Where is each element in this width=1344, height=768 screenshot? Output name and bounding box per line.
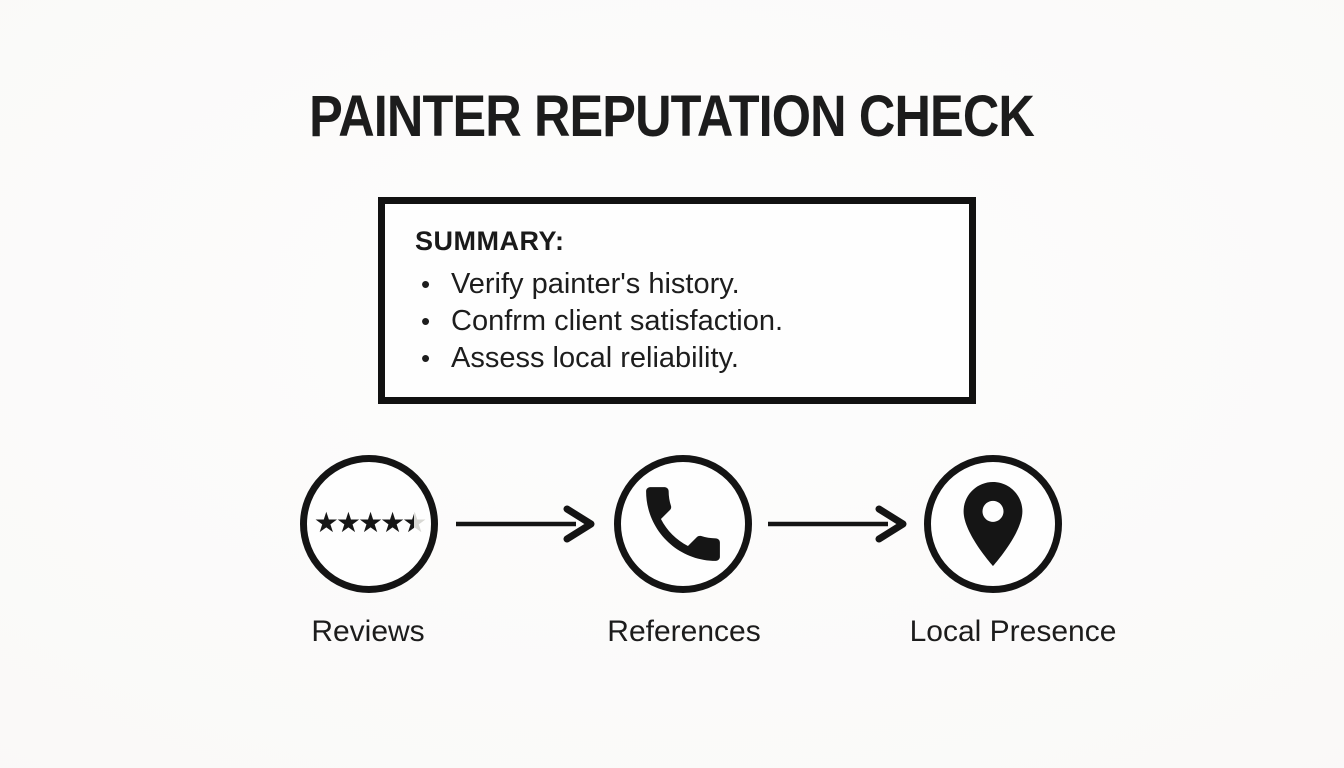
summary-bullet: • Verify painter's history. (415, 266, 783, 303)
summary-list: • Verify painter's history. • Confrm clien… (415, 266, 783, 377)
step-circle-local-presence (924, 455, 1062, 593)
phone-icon (646, 487, 720, 561)
summary-heading: SUMMARY: (415, 226, 565, 256)
star-icon: ★ (335, 506, 361, 539)
page-title-text: PAINTER REPUTATION CHECK (309, 84, 1036, 149)
bullet-dot-icon: • (421, 343, 431, 373)
summary-bullet-text: Verify painter's history. (451, 268, 740, 300)
step-label-reviews: Reviews (311, 615, 425, 648)
map-pin-icon (963, 482, 1023, 566)
arrow-right-icon (768, 505, 907, 543)
half-star-icon: ★★ (402, 506, 427, 539)
arrow-right-icon (456, 505, 595, 543)
step-circle-references (614, 455, 752, 593)
step-label-references: References (607, 615, 761, 648)
page-title: PAINTER REPUTATION CHECK (0, 88, 1344, 146)
summary-bullet: • Confrm client satisfaction. (415, 303, 783, 340)
star-icon: ★ (357, 506, 383, 539)
summary-bullet: • Assess local reliability. (415, 340, 783, 377)
star-rating-icon: ★★★★★★ (313, 506, 428, 539)
summary-bullet-text: Assess local reliability. (451, 342, 739, 374)
summary-bullet-text: Confrm client satisfaction. (451, 305, 784, 337)
step-label-local-presence: Local Presence (909, 615, 1117, 648)
bullet-dot-icon: • (421, 306, 431, 336)
star-icon: ★ (313, 506, 339, 539)
step-circle-reviews: ★★★★★★ (300, 455, 438, 593)
summary-box: SUMMARY: • Verify painter's history. • Con… (378, 197, 976, 404)
star-icon: ★ (380, 506, 405, 539)
bullet-dot-icon: • (421, 269, 431, 299)
